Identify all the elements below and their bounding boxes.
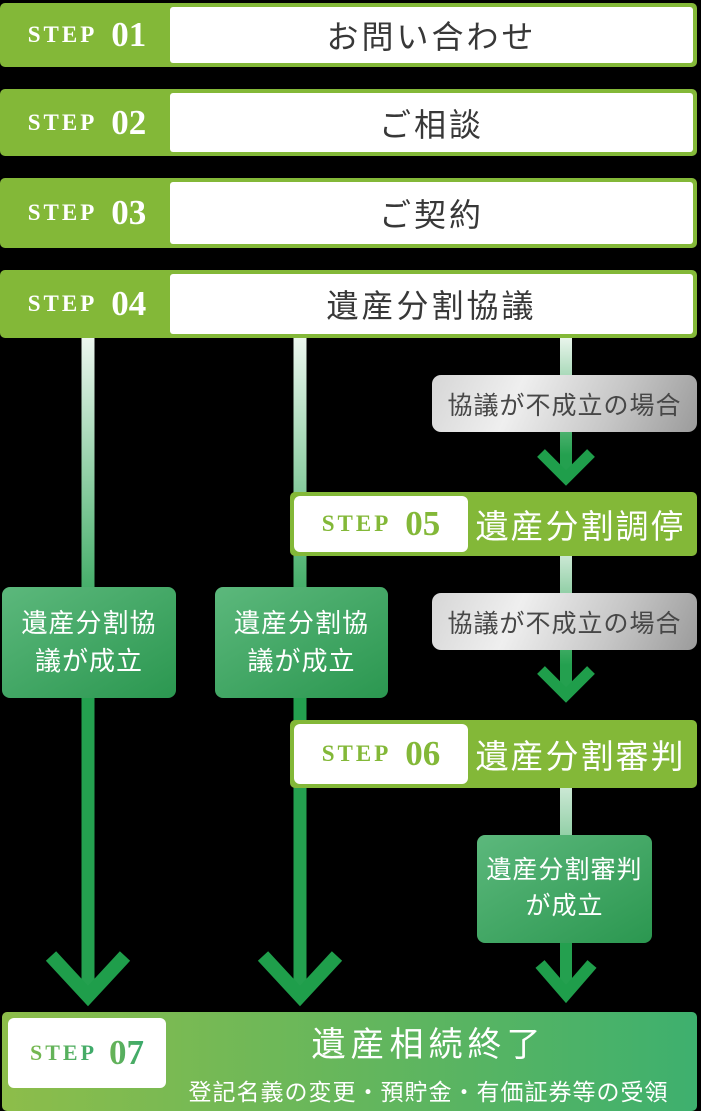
success-box-middle-line1: 遺産分割協: [233, 608, 369, 638]
chevron-down-icon: [257, 951, 343, 1007]
step-word: STEP: [29, 1040, 98, 1065]
step-06-bar: STEP 06 遺産分割審判: [290, 720, 697, 788]
success-box-left: 遺産分割協 議が成立: [2, 587, 176, 698]
step-number: 07: [109, 1033, 145, 1072]
step-number: 01: [111, 15, 147, 54]
step-06-title: 遺産分割審判: [475, 740, 686, 776]
step-05-bar: STEP 05 遺産分割調停: [290, 492, 697, 556]
success-box-right: 遺産分割審判 が成立: [477, 835, 652, 943]
step-07-subtitle: 登記名義の変更・預貯金・有価証券等の受領: [188, 1079, 669, 1105]
success-box-middle-line2: 議が成立: [247, 646, 356, 676]
success-box-left-line2: 議が成立: [34, 646, 143, 676]
step-word: STEP: [321, 741, 392, 766]
step-word: STEP: [27, 22, 98, 47]
step-02-title: ご相談: [170, 93, 693, 152]
step-01-badge: STEP 01: [4, 7, 170, 63]
success-box-left-line1: 遺産分割協: [21, 608, 157, 638]
chevron-down-icon: [537, 666, 595, 703]
step-07-title: 遺産相続終了: [311, 1026, 546, 1064]
step-word: STEP: [27, 291, 98, 316]
step-word: STEP: [27, 200, 98, 225]
step-07-text: 遺産相続終了 登記名義の変更・預貯金・有価証券等の受領: [166, 1018, 691, 1105]
step-01-title: お問い合わせ: [170, 7, 693, 63]
step-number: 02: [111, 102, 147, 142]
fail-case-label-1: 協議が不成立の場合: [432, 375, 697, 432]
step-05-title: 遺産分割調停: [475, 510, 686, 546]
success-box-right-line2: が成立: [525, 893, 604, 920]
step-number: 06: [405, 734, 441, 773]
step-04-badge: STEP 04: [4, 274, 170, 334]
step-number: 04: [111, 284, 147, 323]
chevron-down-icon: [45, 951, 131, 1007]
step-01-bar: STEP 01 お問い合わせ: [0, 3, 697, 67]
step-number: 03: [111, 193, 147, 232]
success-box-right-line1: 遺産分割審判: [486, 856, 643, 884]
step-03-badge: STEP 03: [4, 182, 170, 244]
fail-case-label-2: 協議が不成立の場合: [432, 593, 697, 650]
step-07-badge: STEP 07: [8, 1018, 166, 1088]
step-04-title: 遺産分割協議: [170, 274, 693, 334]
step-03-bar: STEP 03 ご契約: [0, 178, 697, 248]
step-word: STEP: [27, 109, 98, 135]
step-02-bar: STEP 02 ご相談: [0, 89, 697, 156]
step-number: 05: [405, 504, 441, 543]
step-05-badge: STEP 05: [294, 496, 468, 552]
step-02-badge: STEP 02: [4, 93, 170, 152]
step-03-title: ご契約: [170, 182, 693, 244]
step-word: STEP: [321, 511, 392, 536]
step-07-bar: STEP 07 遺産相続終了 登記名義の変更・預貯金・有価証券等の受領: [2, 1012, 697, 1111]
step-04-bar: STEP 04 遺産分割協議: [0, 270, 697, 338]
chevron-down-icon: [537, 449, 595, 486]
step-06-badge: STEP 06: [294, 724, 468, 784]
chevron-down-icon: [535, 960, 597, 1004]
success-box-middle: 遺産分割協 議が成立: [215, 587, 388, 698]
